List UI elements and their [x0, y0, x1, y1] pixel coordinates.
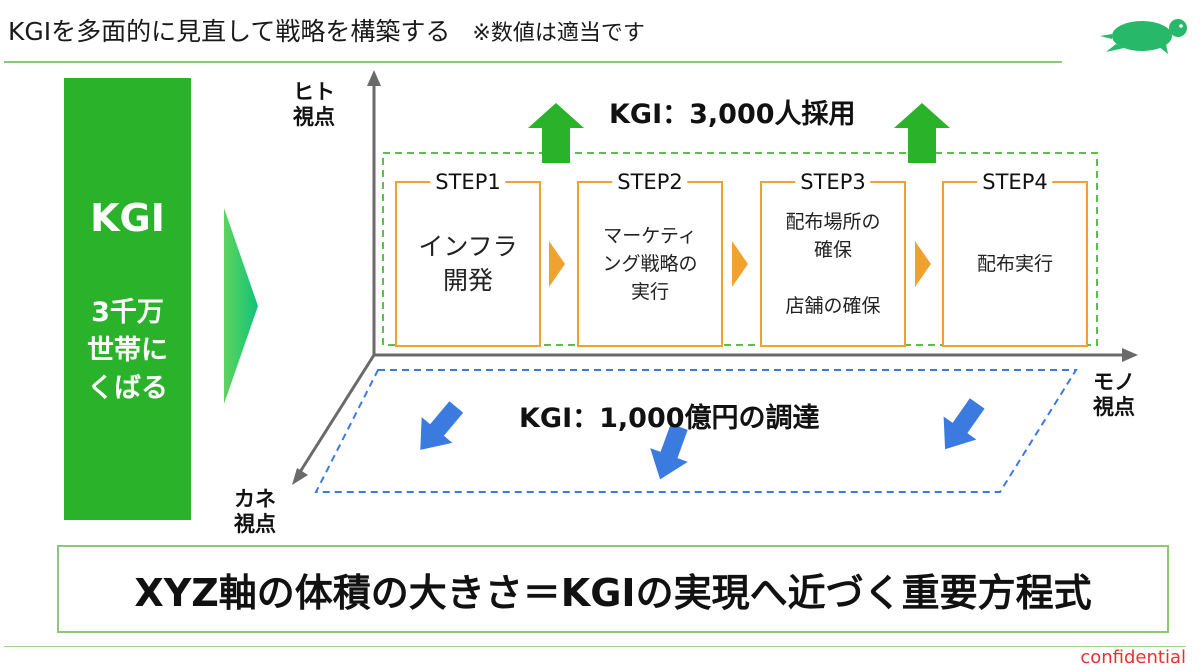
- kgi-label: KGI: [90, 196, 165, 240]
- equation-box: XYZ軸の体積の大きさ＝KGIの実現へ近づく重要方程式: [57, 545, 1169, 633]
- z-axis: [298, 354, 376, 473]
- step-1-title: STEP1: [430, 170, 506, 194]
- chevron-right-icon: [224, 208, 258, 404]
- people-plane: [382, 152, 1098, 346]
- step-3: 配布場所の 確保 店舗の確保 STEP3: [760, 170, 906, 347]
- up-arrow-icon: [528, 103, 584, 163]
- step-3-title: STEP3: [795, 170, 871, 194]
- confidential-label: confidential: [1080, 647, 1186, 668]
- chevron-right-icon: [915, 241, 931, 287]
- y-axis-label: ヒト 視点: [293, 80, 335, 129]
- z-axis-arrowhead: [292, 468, 308, 485]
- title-text: KGIを多面的に見直して戦略を構築する: [8, 17, 451, 46]
- kgi-goal: 3千万 世帯に くばる: [87, 297, 168, 404]
- money-kgi-label: KGI：1,000億円の調達: [519, 403, 820, 434]
- kgi-box: KGI 3千万 世帯に くばる: [64, 78, 191, 520]
- chevron-right-icon: [732, 241, 748, 287]
- people-kgi-label: KGI：3,000人採用: [609, 99, 856, 130]
- step-2: マーケティ ング戦略の 実行 STEP2: [577, 170, 723, 347]
- page-title: KGIを多面的に見直して戦略を構築する ※数値は適当です: [8, 12, 645, 48]
- down-arrow-icon: [420, 401, 464, 450]
- x-axis-label: モノ 視点: [1093, 370, 1135, 419]
- money-plane: [314, 369, 1078, 493]
- step-4: 配布実行 STEP4: [942, 170, 1088, 347]
- step-2-body: マーケティ ング戦略の 実行: [602, 225, 698, 303]
- header-divider: [4, 61, 1062, 63]
- down-arrow-icon: [650, 423, 688, 480]
- chevron-right-icon: [549, 241, 565, 287]
- down-arrow-icon: [943, 398, 985, 450]
- turtle-icon: [1100, 19, 1187, 54]
- step-4-title: STEP4: [977, 170, 1053, 194]
- up-arrow-icon: [894, 103, 950, 163]
- step-4-body: 配布実行: [976, 253, 1053, 275]
- title-note: ※数値は適当です: [472, 21, 645, 46]
- equation-text: XYZ軸の体積の大きさ＝KGIの実現へ近づく重要方程式: [134, 570, 1092, 615]
- z-axis-label: カネ 視点: [234, 487, 276, 536]
- footer-divider: [4, 646, 1186, 647]
- x-axis-arrowhead: [1122, 348, 1138, 362]
- step-1: インフラ 開発 STEP1: [395, 170, 541, 347]
- y-axis-arrowhead: [367, 70, 381, 86]
- step-2-title: STEP2: [612, 170, 688, 194]
- step-3-body: 配布場所の 確保 店舗の確保: [785, 211, 881, 317]
- step-1-body: インフラ 開発: [418, 232, 518, 295]
